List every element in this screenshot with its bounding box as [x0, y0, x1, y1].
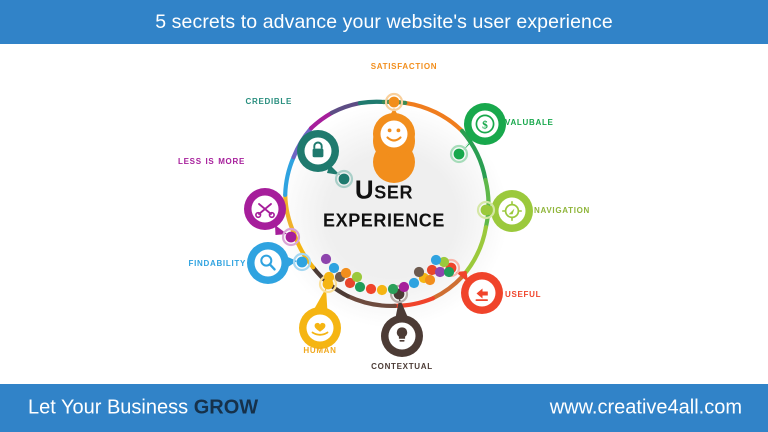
- dollar-icon: $: [471, 110, 499, 138]
- compass-icon: [498, 197, 526, 225]
- magnifier-icon: [254, 249, 282, 277]
- footer-tagline-part2: GROW: [193, 396, 259, 419]
- label-human: Human: [303, 344, 337, 356]
- header-bar: 5 secrets to advance your website's user…: [0, 0, 768, 44]
- label-less-is-more: Less is more: [178, 155, 245, 167]
- label-valubale: Valubale: [505, 116, 554, 128]
- footer-website[interactable]: www.creative4all.com: [549, 396, 742, 419]
- diagram-nodes: $: [244, 92, 533, 357]
- node-less-is-more[interactable]: [244, 188, 301, 247]
- node-satisfaction[interactable]: [373, 92, 416, 183]
- label-credible: Credible: [245, 95, 292, 107]
- footer-tagline: Let Your Business GROW: [28, 397, 258, 420]
- lightbulb-icon: [388, 322, 416, 350]
- smiley-face-icon: [380, 120, 408, 148]
- smile-dots: [320, 253, 455, 296]
- footer-tagline-part1: Let Your Business: [28, 396, 194, 419]
- click-hand-icon: [468, 279, 496, 307]
- node-credible[interactable]: [297, 130, 354, 189]
- footer-bar: Let Your Business GROW www.creative4all.…: [0, 384, 768, 432]
- node-contextual[interactable]: [381, 284, 423, 357]
- label-navigation: Navigation: [534, 204, 591, 216]
- page-title: 5 secrets to advance your website's user…: [155, 10, 613, 33]
- hands-heart-icon: [306, 314, 334, 342]
- node-findability[interactable]: [247, 242, 312, 284]
- node-human[interactable]: [299, 274, 341, 349]
- label-contextual: Contextual: [371, 360, 433, 372]
- label-useful: Useful: [505, 288, 542, 300]
- infographic-stage: $: [0, 44, 768, 384]
- lock-icon: [304, 137, 332, 165]
- node-valubale[interactable]: $: [449, 103, 506, 164]
- circular-diagram: $: [244, 92, 533, 357]
- label-findability: Findability: [188, 257, 246, 269]
- node-navigation[interactable]: [476, 190, 533, 232]
- label-satisfaction: Satisfaction: [370, 60, 438, 72]
- svg-text:$: $: [482, 118, 488, 131]
- scissors-icon: [251, 195, 279, 223]
